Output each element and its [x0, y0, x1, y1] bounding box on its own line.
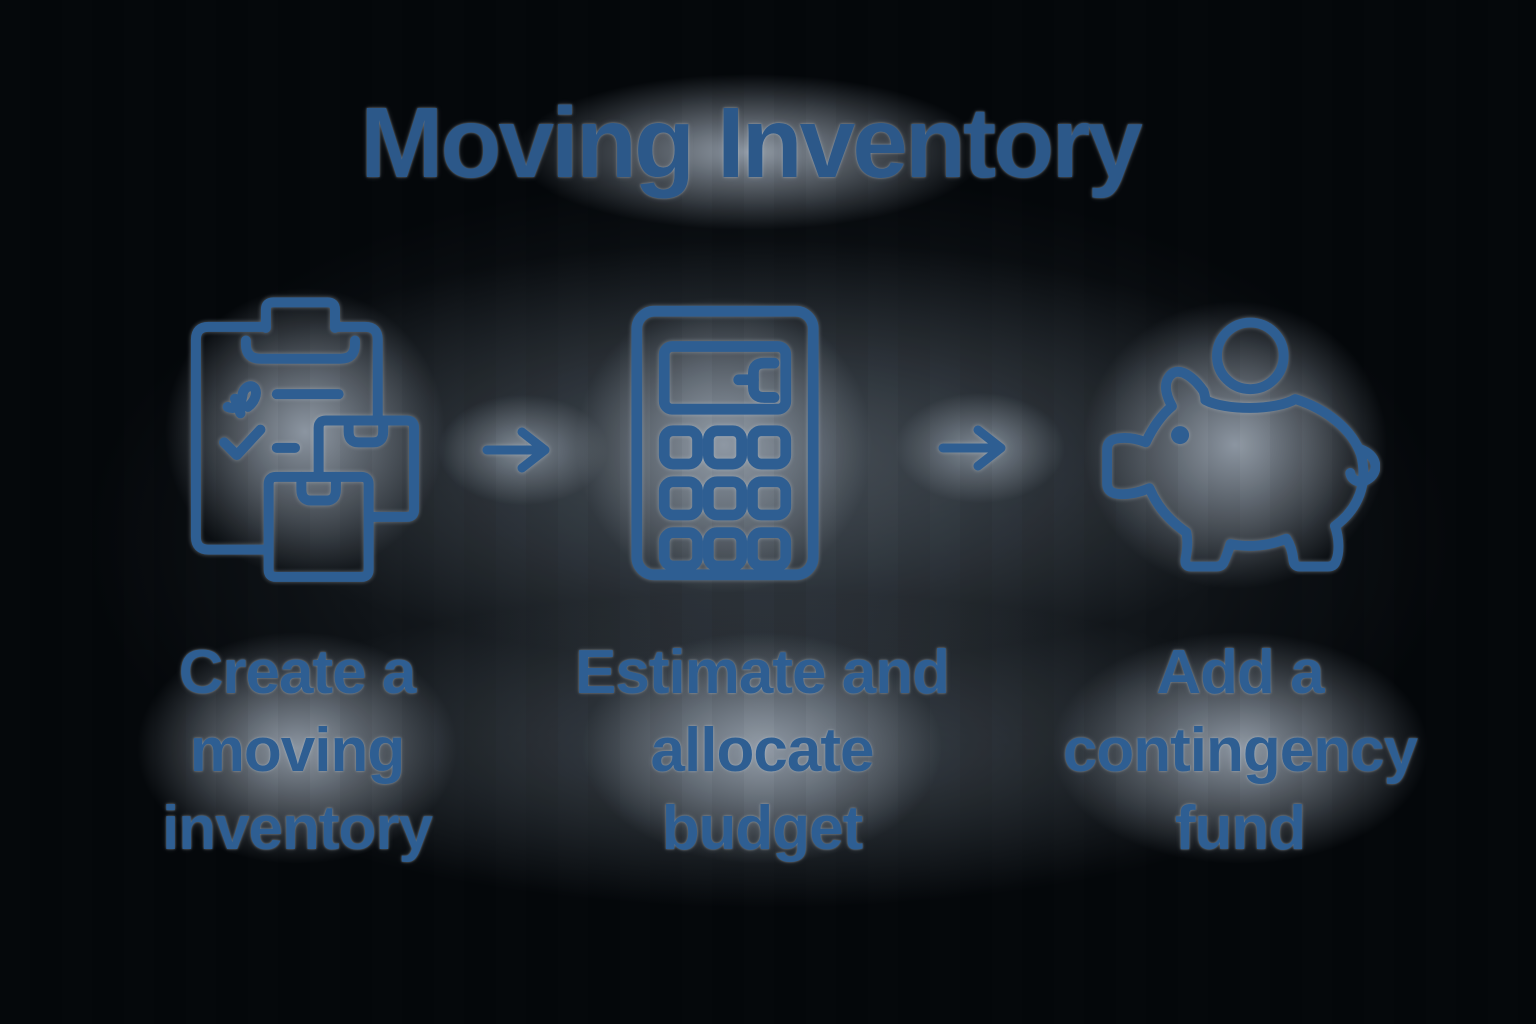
caption-line: moving	[189, 716, 405, 785]
step-caption-create-inventory: Create a moving inventory	[77, 634, 517, 868]
step-caption-estimate-budget: Estimate and allocate budget	[532, 634, 992, 868]
caption-line: allocate	[650, 716, 875, 785]
page-title: Moving Inventory	[360, 87, 1143, 199]
clipboard-boxes-icon	[182, 286, 428, 586]
caption-line: budget	[661, 794, 864, 863]
caption-line: Add a	[1156, 638, 1324, 707]
step-caption-contingency-fund: Add a contingency fund	[1000, 634, 1480, 868]
caption-line: Create a	[178, 638, 417, 707]
right-arrow-icon	[938, 420, 1020, 476]
caption-line: inventory	[161, 794, 433, 863]
piggy-bank-icon	[1090, 300, 1380, 572]
caption-line: fund	[1174, 794, 1306, 863]
right-arrow-icon	[482, 422, 564, 478]
caption-line: Estimate and	[575, 638, 950, 707]
caption-line: contingency	[1062, 716, 1418, 785]
calculator-icon	[627, 303, 823, 583]
